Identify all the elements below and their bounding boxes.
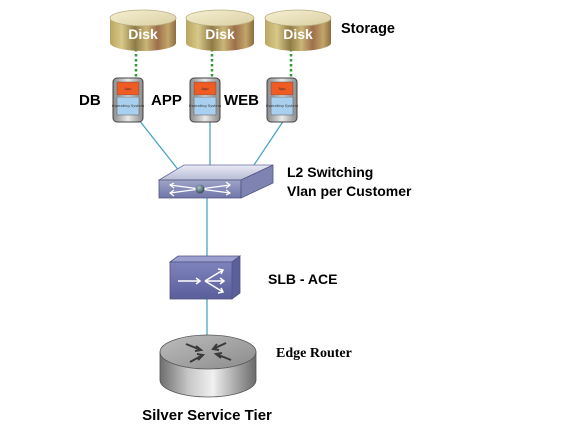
disk-label: Disk xyxy=(128,26,158,42)
switch-label-line2: Vlan per Customer xyxy=(287,183,412,199)
load-balance-arrows-icon xyxy=(178,268,226,294)
edge-router xyxy=(159,334,257,398)
server-db-label: DB xyxy=(79,92,101,109)
server-app: App Operating System xyxy=(189,77,222,123)
load-balancer xyxy=(168,255,242,300)
server-db: App Operating System xyxy=(112,77,145,123)
connection-lines xyxy=(138,119,285,340)
disk-1: Disk xyxy=(109,9,177,51)
server-web-label: WEB xyxy=(224,92,259,109)
app-box-label: App xyxy=(278,87,286,91)
disk-3: Disk xyxy=(264,9,332,51)
app-box-label: App xyxy=(201,87,209,91)
os-box-label: Operating System xyxy=(112,104,145,108)
storage-links xyxy=(134,49,293,78)
switch-hub-icon xyxy=(195,184,205,194)
switch-label-line1: L2 Switching xyxy=(287,164,373,180)
disk-label: Disk xyxy=(205,26,235,42)
server-app-label: APP xyxy=(151,92,182,109)
app-box-label: App xyxy=(124,87,132,91)
link-db-switch xyxy=(138,119,181,173)
load-balancer-label: SLB - ACE xyxy=(268,271,337,287)
router-arrows-icon xyxy=(185,342,232,363)
storage-label: Storage xyxy=(341,21,395,37)
router-label: Edge Router xyxy=(276,346,352,361)
disk-2: Disk xyxy=(185,9,255,51)
os-box-label: Operating System xyxy=(266,104,299,108)
disk-label: Disk xyxy=(283,26,313,42)
l2-switch xyxy=(157,164,274,199)
link-web-switch xyxy=(251,119,285,169)
diagram-caption: Silver Service Tier xyxy=(142,407,272,424)
os-box-label: Operating System xyxy=(189,104,222,108)
server-web: App Operating System xyxy=(266,77,299,123)
